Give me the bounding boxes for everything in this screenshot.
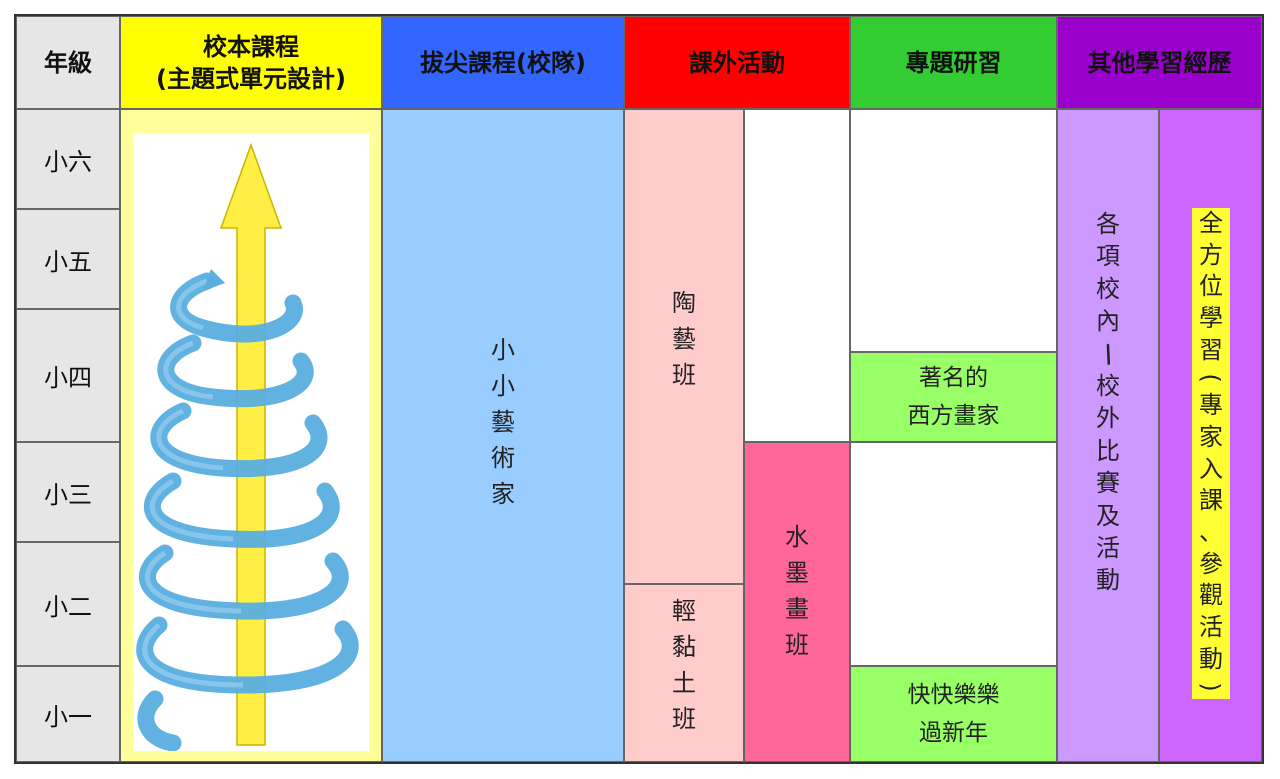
header-school-line2: (主題式單元設計)	[156, 64, 346, 93]
grade-label-p2: 小二	[44, 592, 92, 621]
allround-char: 觀	[1199, 581, 1223, 610]
allround-char: 入	[1199, 454, 1223, 483]
ink-char: 畫	[785, 595, 809, 623]
comp-char: 活	[1096, 533, 1120, 562]
elite-char: 小	[491, 336, 515, 364]
allround-char: 方	[1199, 240, 1223, 269]
header-elite: 拔尖課程(校隊)	[382, 16, 624, 109]
header-project-label: 專題研習	[905, 48, 1002, 77]
comp-char: 動	[1096, 566, 1120, 595]
pottery-char: 班	[672, 361, 696, 389]
pottery-char: 陶	[672, 289, 696, 317]
header-other: 其他學習經歷	[1057, 16, 1262, 109]
school-curriculum-body	[120, 109, 382, 762]
header-project: 專題研習	[850, 16, 1057, 109]
allround-char: 位	[1199, 272, 1223, 301]
elite-char: 藝	[491, 408, 515, 436]
comp-char: /	[1099, 338, 1117, 369]
ink-char: 水	[785, 523, 809, 551]
allround-char: 專	[1199, 391, 1223, 420]
header-grade-label: 年級	[44, 48, 92, 77]
ink-painting-class: 水 墨 畫 班	[744, 442, 850, 762]
allround-char: 、	[1199, 518, 1223, 547]
allround-char: 參	[1199, 549, 1223, 578]
comp-char: 校	[1096, 274, 1120, 303]
allround-char: 活	[1199, 613, 1223, 642]
header-extra: 課外活動	[624, 16, 850, 109]
project-newyear-line2: 過新年	[919, 720, 988, 746]
curriculum-table: 年級 校本課程 (主題式單元設計) 拔尖課程(校隊) 課外活動 專題研習 其他學…	[14, 14, 1264, 764]
grade-cell-p5: 小五	[16, 209, 120, 309]
comp-char: 內	[1096, 307, 1120, 336]
elite-body: 小 小 藝 術 家	[382, 109, 624, 762]
grade-label-p4: 小四	[44, 364, 92, 392]
allround-char: 動	[1199, 644, 1223, 673]
project-empty-mid	[850, 442, 1057, 666]
other-allround-learning: 全 方 位 學 習 ( 專 家 入 課 、 參 觀 活 動 )	[1159, 109, 1262, 762]
elite-char: 小	[491, 372, 515, 400]
allround-char: 家	[1199, 423, 1223, 452]
project-famous-painters: 著名的 西方畫家	[850, 352, 1057, 442]
elite-char: 家	[491, 480, 515, 508]
header-school-line1: 校本課程	[203, 32, 299, 61]
grade-cell-p1: 小一	[16, 666, 120, 762]
pottery-class: 陶 藝 班	[624, 109, 744, 584]
ink-char: 墨	[785, 559, 809, 587]
grade-label-p5: 小五	[44, 247, 92, 276]
comp-char: 項	[1096, 242, 1120, 271]
allround-char: 學	[1199, 304, 1223, 333]
spiral-arrow-icon	[136, 142, 359, 752]
extra-empty	[744, 109, 850, 442]
pottery-text: 陶 藝 班	[625, 285, 743, 393]
project-famous-line1: 著名的	[919, 365, 988, 391]
header-grade: 年級	[16, 16, 120, 109]
comp-char: 比	[1096, 436, 1120, 465]
clay-char: 輕	[672, 597, 696, 625]
grade-label-p1: 小一	[44, 702, 92, 731]
ink-char: 班	[785, 631, 809, 659]
grade-cell-p2: 小二	[16, 542, 120, 666]
allround-text: 全 方 位 學 習 ( 專 家 入 課 、 參 觀 活 動 )	[1192, 208, 1230, 700]
clay-text: 輕 黏 土 班	[625, 593, 743, 737]
comp-char: 外	[1096, 404, 1120, 433]
clay-char: 班	[672, 705, 696, 733]
grade-label-p3: 小三	[44, 480, 92, 509]
ink-text: 水 墨 畫 班	[745, 519, 849, 663]
project-newyear-line1: 快快樂樂	[907, 682, 1000, 708]
elite-char: 術	[491, 444, 515, 472]
clay-char: 土	[672, 669, 696, 697]
other-competitions: 各 項 校 內 / 校 外 比 賽 及 活 動	[1057, 109, 1159, 762]
header-elite-label: 拔尖課程(校隊)	[420, 48, 586, 77]
allround-char: 習	[1199, 335, 1223, 364]
grade-cell-p4: 小四	[16, 309, 120, 442]
clay-class: 輕 黏 土 班	[624, 584, 744, 762]
spiral-image-panel	[133, 133, 369, 752]
project-famous-line2: 西方畫家	[907, 403, 1000, 429]
project-new-year: 快快樂樂 過新年	[850, 666, 1057, 762]
header-school-curriculum: 校本課程 (主題式單元設計)	[120, 16, 382, 109]
comp-char: 校	[1096, 371, 1120, 400]
comp-char: 各	[1096, 210, 1120, 238]
grade-label-p6: 小六	[44, 147, 92, 176]
allround-char: 課	[1199, 486, 1223, 515]
allround-char: )	[1197, 682, 1225, 693]
competitions-text: 各 項 校 內 / 校 外 比 賽 及 活 動	[1058, 208, 1158, 597]
elite-text: 小 小 藝 術 家	[383, 332, 623, 512]
comp-char: 賽	[1096, 469, 1120, 498]
allround-char: 全	[1199, 209, 1223, 237]
header-extra-label: 課外活動	[689, 48, 785, 77]
comp-char: 及	[1096, 501, 1120, 530]
grade-cell-p3: 小三	[16, 442, 120, 542]
clay-char: 黏	[672, 633, 696, 661]
pottery-char: 藝	[672, 325, 696, 353]
header-other-label: 其他學習經歷	[1087, 48, 1232, 77]
allround-char: (	[1197, 373, 1225, 384]
project-empty-top	[850, 109, 1057, 352]
grade-cell-p6: 小六	[16, 109, 120, 209]
